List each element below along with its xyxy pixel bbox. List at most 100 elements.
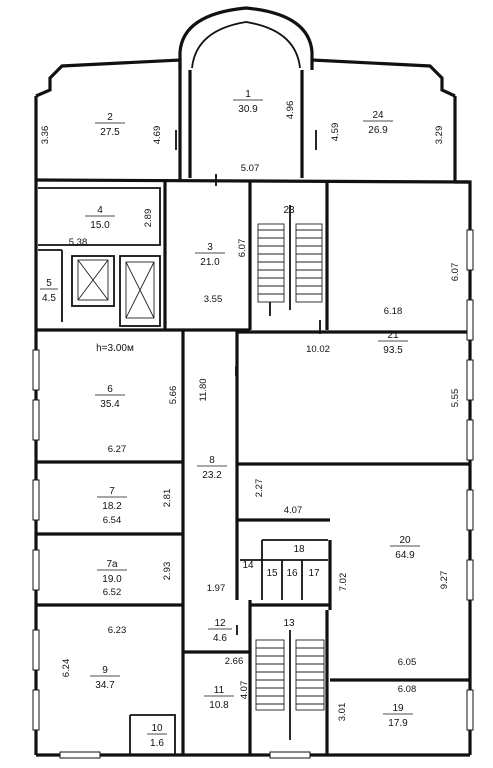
svg-text:21: 21 (387, 330, 399, 341)
room-4-label: 415.0 (85, 205, 115, 231)
svg-text:4.07: 4.07 (239, 681, 250, 700)
svg-text:3.55: 3.55 (204, 294, 223, 305)
svg-text:3: 3 (207, 242, 213, 253)
svg-text:6.18: 6.18 (384, 306, 403, 317)
room-12-label: 124.6 (208, 618, 232, 644)
svg-text:17.9: 17.9 (388, 718, 408, 729)
exterior-walls (34, 6, 472, 757)
svg-text:6.08: 6.08 (398, 684, 417, 695)
room-17-label: 17 (308, 568, 320, 579)
svg-text:4: 4 (97, 205, 103, 216)
svg-text:26.9: 26.9 (368, 125, 388, 136)
svg-text:13: 13 (283, 618, 295, 629)
svg-text:2.66: 2.66 (225, 656, 244, 667)
room-7-label: 718.2 (97, 486, 127, 512)
room-13-label: 13 (283, 618, 295, 629)
ceiling-height-label: h=3.00м (96, 343, 134, 354)
svg-text:4.69: 4.69 (152, 126, 163, 145)
svg-text:2.81: 2.81 (162, 489, 173, 508)
svg-text:5.66: 5.66 (168, 386, 179, 405)
svg-text:8: 8 (209, 455, 215, 466)
room-7a-label: 7а 19.0 (97, 559, 127, 585)
svg-text:23.2: 23.2 (202, 470, 222, 481)
svg-text:6.07: 6.07 (237, 239, 248, 258)
svg-text:3.01: 3.01 (337, 703, 348, 722)
room-6-label: 635.4 (95, 384, 125, 410)
svg-text:24: 24 (372, 110, 384, 121)
svg-text:6.05: 6.05 (398, 657, 417, 668)
svg-text:1: 1 (245, 89, 251, 100)
svg-text:12: 12 (214, 618, 226, 629)
svg-text:1.6: 1.6 (150, 738, 164, 749)
svg-text:18: 18 (293, 544, 305, 555)
room-24-label: 24 26.9 (363, 110, 393, 136)
svg-text:18.2: 18.2 (102, 501, 122, 512)
svg-text:30.9: 30.9 (238, 104, 258, 115)
svg-text:6.24: 6.24 (61, 659, 72, 678)
svg-text:3.29: 3.29 (434, 126, 445, 145)
svg-text:7а: 7а (106, 559, 118, 570)
svg-text:21.0: 21.0 (200, 257, 220, 268)
svg-text:11.80: 11.80 (198, 378, 209, 401)
svg-text:16: 16 (286, 568, 298, 579)
room-21-label: 21 93.5 (378, 330, 408, 356)
room-3-label: 321.0 (195, 242, 225, 268)
svg-text:7: 7 (109, 486, 115, 497)
svg-text:34.7: 34.7 (95, 680, 115, 691)
room-23-label: 23 (283, 205, 295, 216)
room-5-label: 54.5 (40, 278, 58, 304)
room-10-label: 101.6 (147, 723, 167, 749)
svg-text:10.8: 10.8 (209, 700, 229, 711)
elevator-shafts (71, 255, 161, 327)
svg-text:4.6: 4.6 (213, 633, 227, 644)
svg-text:5.07: 5.07 (241, 163, 260, 174)
svg-text:10: 10 (151, 723, 163, 734)
room-9-label: 934.7 (90, 665, 120, 691)
svg-text:6.27: 6.27 (108, 444, 127, 455)
svg-text:6.54: 6.54 (103, 515, 122, 526)
svg-text:2.27: 2.27 (254, 479, 265, 498)
svg-text:5.38: 5.38 (69, 237, 88, 248)
interior-walls (35, 70, 471, 755)
room-14-label: 14 (242, 560, 254, 571)
windows (32, 229, 474, 759)
svg-text:1.97: 1.97 (207, 583, 226, 594)
svg-text:15.0: 15.0 (90, 220, 110, 231)
room-8-label: 823.2 (197, 455, 227, 481)
svg-text:6.07: 6.07 (450, 263, 461, 282)
svg-text:4.96: 4.96 (285, 101, 296, 120)
svg-text:15: 15 (266, 568, 278, 579)
svg-text:19.0: 19.0 (102, 574, 122, 585)
room-1-label: 130.9 (233, 89, 263, 115)
svg-text:14: 14 (242, 560, 254, 571)
svg-text:11: 11 (214, 685, 225, 696)
svg-text:93.5: 93.5 (383, 345, 403, 356)
svg-text:64.9: 64.9 (395, 550, 415, 561)
staircase-lower (255, 630, 325, 740)
svg-text:10.02: 10.02 (306, 344, 330, 355)
svg-text:6.23: 6.23 (108, 625, 127, 636)
room-16-label: 16 (286, 568, 298, 579)
door-marks (175, 130, 321, 640)
dimension-labels: 3.36 4.69 4.96 4.59 3.29 5.07 2.89 5.38 … (40, 101, 461, 722)
svg-text:4.5: 4.5 (42, 293, 56, 304)
svg-text:2: 2 (107, 112, 113, 123)
svg-text:5.55: 5.55 (450, 389, 461, 408)
svg-text:3.36: 3.36 (40, 126, 51, 145)
svg-text:23: 23 (283, 205, 295, 216)
svg-text:27.5: 27.5 (100, 127, 120, 138)
svg-text:6: 6 (107, 384, 113, 395)
svg-text:5: 5 (46, 278, 52, 289)
svg-text:17: 17 (308, 568, 320, 579)
room-15-label: 15 (266, 568, 278, 579)
svg-text:7.02: 7.02 (338, 573, 349, 592)
svg-text:35.4: 35.4 (100, 399, 120, 410)
svg-text:9: 9 (102, 665, 108, 676)
staircase-upper (257, 205, 323, 310)
room-11-label: 11 10.8 (204, 685, 234, 711)
room-2-label: 227.5 (95, 112, 125, 138)
